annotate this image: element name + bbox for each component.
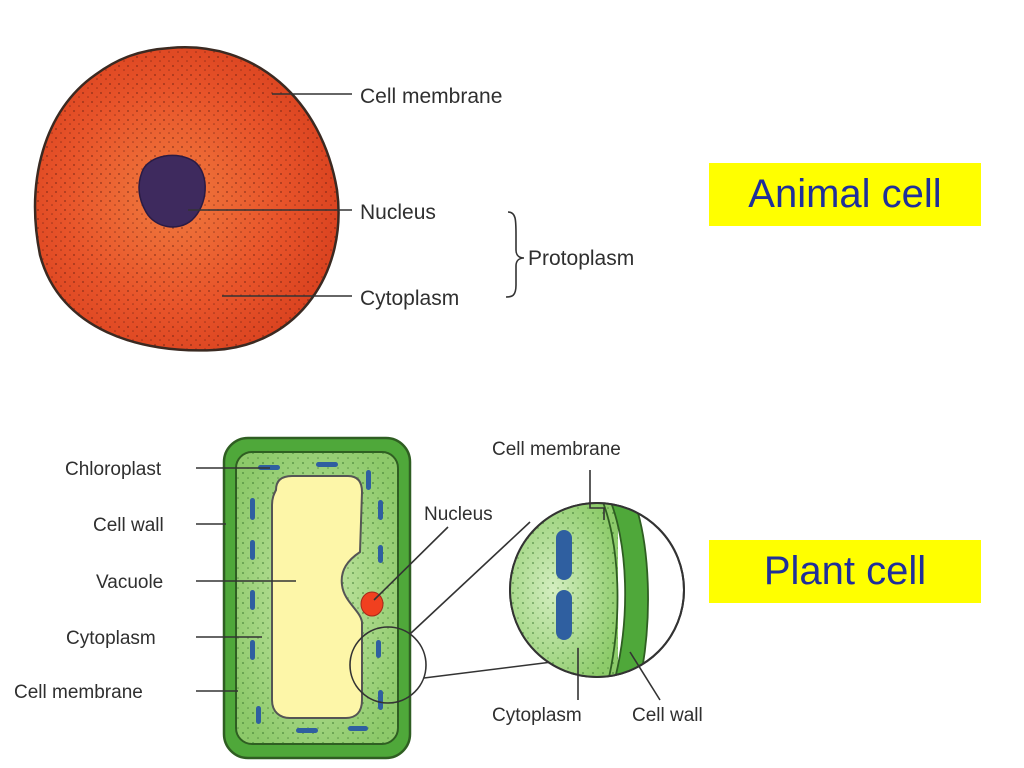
plant-label-chloroplast: Chloroplast [65,459,162,480]
plant-label-cell-membrane: Cell membrane [14,682,143,703]
plant-cell-title: Plant cell [709,540,981,603]
animal-label-cytoplasm: Cytoplasm [360,287,459,310]
animal-label-protoplasm: Protoplasm [528,247,634,270]
animal-label-nucleus: Nucleus [360,201,436,224]
plant-label-nucleus: Nucleus [424,504,493,525]
plant-label-cell-wall: Cell wall [93,515,164,536]
plant-label-cytoplasm: Cytoplasm [66,628,156,649]
zoom-label-cell-wall: Cell wall [632,705,703,726]
animal-label-cell-membrane: Cell membrane [360,85,502,108]
plant-nucleus-shape [360,591,384,617]
plant-cell: Chloroplast Cell wall Vacuole Cytoplasm … [14,436,703,760]
zoom-label-cell-membrane: Cell membrane [492,439,621,460]
zoom-label-cytoplasm: Cytoplasm [492,705,582,726]
animal-cell: Cell membrane Nucleus Cytoplasm Protopla… [33,46,634,352]
animal-nucleus-shape [138,154,206,228]
zoom-source-circle [349,626,427,704]
animal-cell-title: Animal cell [709,163,981,226]
plant-label-vacuole: Vacuole [96,572,163,593]
chloroplasts [250,462,383,733]
vacuole-shape [271,475,364,719]
